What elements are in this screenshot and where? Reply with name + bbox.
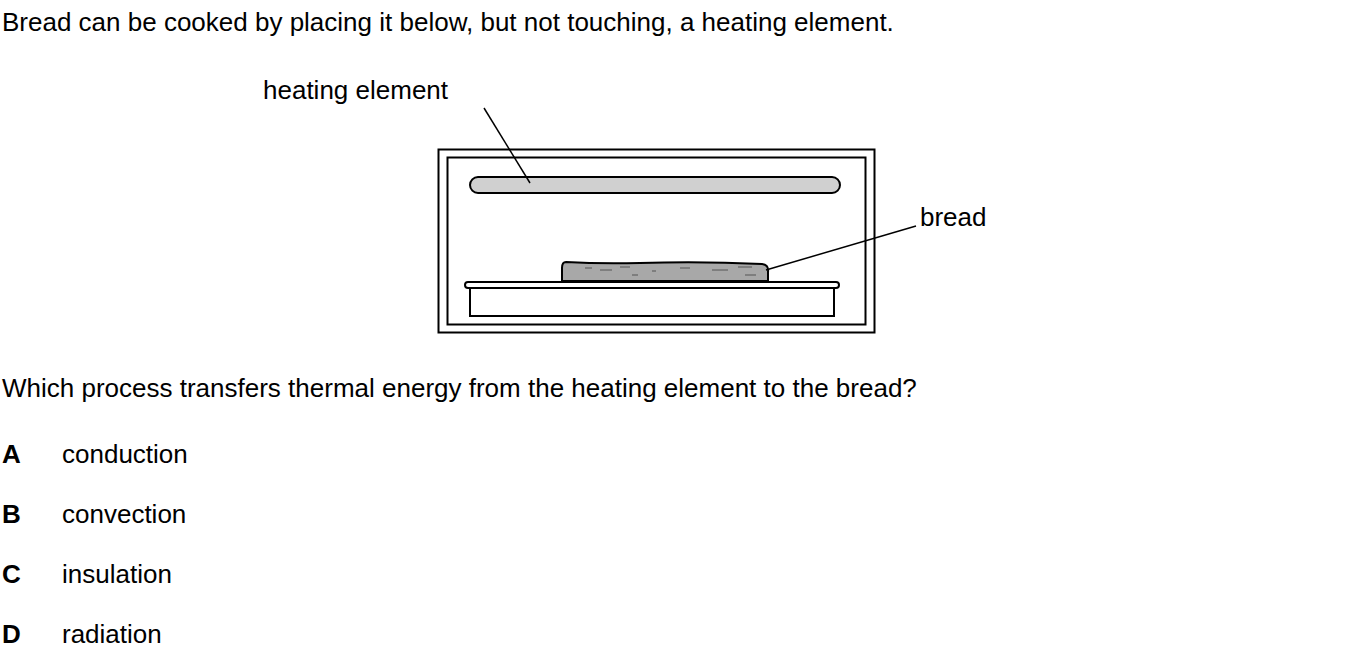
- option-letter: C: [2, 559, 21, 589]
- leader-line: [766, 226, 916, 270]
- tray-body: [470, 288, 834, 316]
- bread-slice: [562, 262, 768, 281]
- option-text: conduction: [62, 439, 188, 469]
- option-text: insulation: [62, 559, 172, 589]
- intro-sentence: Bread can be cooked by placing it below,…: [2, 7, 894, 37]
- oven-outer-wall: [439, 150, 875, 333]
- option-letter: D: [2, 619, 21, 649]
- part-label: bread: [920, 202, 987, 232]
- oven-inner-wall: [448, 158, 866, 325]
- tray-rim: [465, 282, 839, 288]
- leader-line: [484, 108, 530, 183]
- option-text: radiation: [62, 619, 162, 649]
- question-text: Which process transfers thermal energy f…: [2, 373, 917, 403]
- option-letter: A: [2, 439, 21, 469]
- bread-texture: [585, 267, 756, 275]
- option-text: convection: [62, 499, 186, 529]
- option-letter: B: [2, 499, 21, 529]
- part-label: heating element: [263, 75, 448, 105]
- heating-element-bar: [470, 177, 840, 193]
